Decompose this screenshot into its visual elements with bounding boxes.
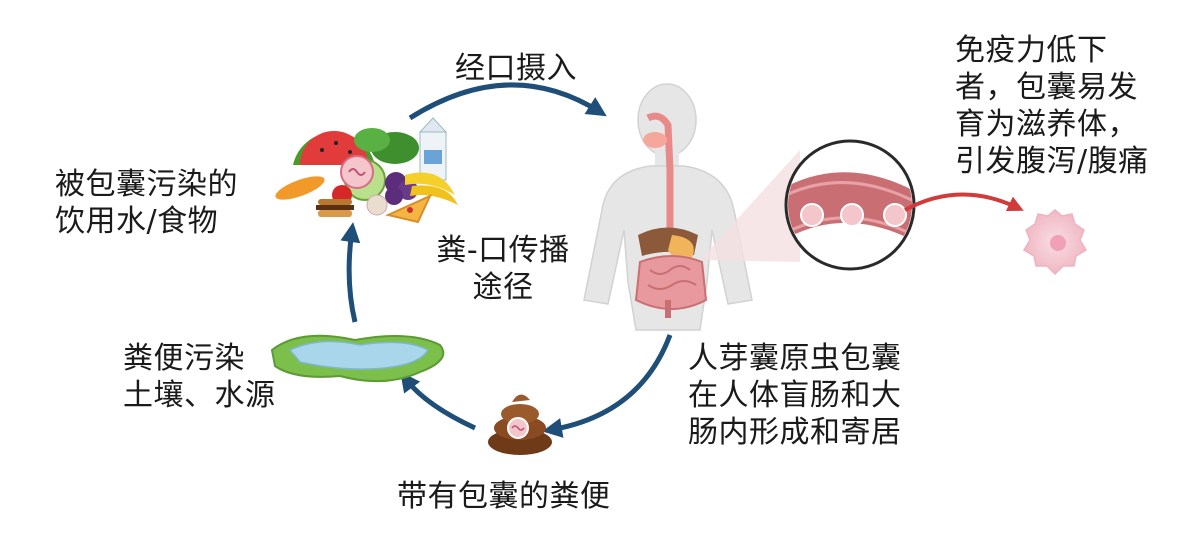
poop-icon xyxy=(488,394,552,455)
arrow-to-feces xyxy=(542,334,673,438)
puddle-icon xyxy=(270,334,445,383)
label-oral-intake: 经口摄入 xyxy=(455,51,577,86)
human-body-icon xyxy=(583,83,753,331)
label-fecal-oral: 粪-口传播 途径 xyxy=(436,233,570,305)
food-pile-icon xyxy=(275,117,458,224)
arrow-to-soil xyxy=(400,371,477,431)
label-soil-water: 粪便污染 土壤、水源 xyxy=(123,341,276,413)
label-contaminated-food: 被包囊污染的 饮用水/食物 xyxy=(55,167,238,239)
arrow-intake xyxy=(408,82,607,121)
label-cyst-feces: 带有包囊的粪便 xyxy=(397,479,611,514)
zoom-cone xyxy=(700,150,800,262)
label-cyst-formation: 人芽囊原虫包囊 在人体盲肠和大 肠内形成和寄居 xyxy=(688,341,902,450)
label-immunocompromised: 免疫力低下 者，包囊易发 育为滋养体， 引发腹泻/腹痛 xyxy=(955,33,1149,179)
arrow-to-food xyxy=(340,222,361,323)
arrow-to-trophozoite xyxy=(904,192,1024,212)
trophozoite-icon xyxy=(1022,209,1088,276)
intestine-zoom-icon xyxy=(784,139,916,271)
